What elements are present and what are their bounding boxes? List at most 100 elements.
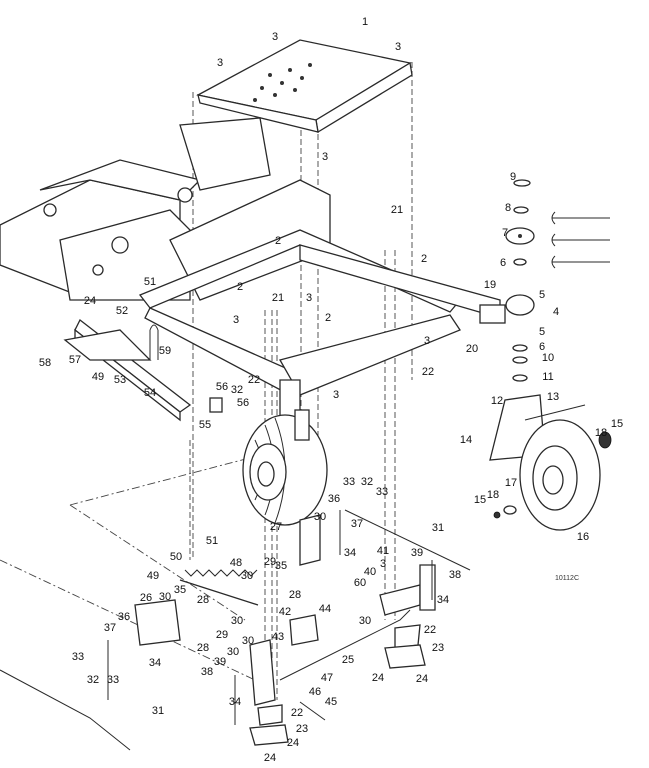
callout-number: 50 (170, 551, 182, 563)
callout-number: 33 (376, 486, 388, 498)
callout-number: 33 (72, 651, 84, 663)
callout-number: 24 (372, 672, 384, 684)
callout-number: 34 (344, 547, 356, 559)
callout-number: 15 (611, 418, 623, 430)
callout-number: 55 (199, 419, 211, 431)
callout-number: 6 (500, 257, 506, 269)
callout-number: 48 (230, 557, 242, 569)
callout-number: 33 (107, 674, 119, 686)
callout-number: 3 (395, 41, 401, 53)
callout-number: 34 (149, 657, 161, 669)
figure-reference: 10112C (555, 575, 579, 582)
callout-number: 3 (272, 31, 278, 43)
drive-wheel (242, 409, 328, 526)
callout-number: 49 (92, 371, 104, 383)
callout-number: 9 (510, 171, 516, 183)
callout-number: 54 (144, 387, 156, 399)
callout-number: 49 (147, 570, 159, 582)
callout-number: 38 (449, 569, 461, 581)
callout-number: 5 (539, 289, 545, 301)
callout-number: 41 (377, 545, 389, 557)
callout-number: 10 (542, 352, 554, 364)
callout-number: 5 (539, 326, 545, 338)
callout-number: 59 (159, 345, 171, 357)
callout-number: 34 (229, 696, 241, 708)
hitch-rails (63, 319, 223, 422)
callout-number: 18 (487, 489, 499, 501)
callout-number: 60 (354, 577, 366, 589)
callout-labels: 1333398765456101119202121222233335124525… (39, 16, 623, 764)
callout-number: 8 (505, 202, 511, 214)
callout-number: 6 (539, 341, 545, 353)
callout-number: 44 (319, 603, 331, 615)
callout-number: 4 (553, 306, 559, 318)
rear-chassis (0, 117, 331, 301)
callout-number: 2 (237, 281, 243, 293)
callout-number: 22 (248, 374, 260, 386)
callout-number: 35 (275, 560, 287, 572)
callout-number: 33 (343, 476, 355, 488)
callout-number: 30 (314, 511, 326, 523)
callout-number: 26 (140, 592, 152, 604)
callout-number: 30 (359, 615, 371, 627)
callout-number: 24 (287, 737, 299, 749)
callout-number: 40 (364, 566, 376, 578)
control-linkage (0, 509, 471, 751)
main-frame (138, 229, 506, 421)
callout-number: 37 (104, 622, 116, 634)
callout-number: 13 (547, 391, 559, 403)
callout-number: 45 (325, 696, 337, 708)
callout-number: 31 (152, 705, 164, 717)
callout-number: 43 (272, 631, 284, 643)
callout-number: 2 (325, 312, 331, 324)
callout-number: 51 (206, 535, 218, 547)
callout-number: 23 (432, 642, 444, 654)
callout-number: 2 (275, 235, 281, 247)
callout-number: 30 (231, 615, 243, 627)
callout-number: 46 (309, 686, 321, 698)
callout-number: 29 (264, 556, 276, 568)
callout-number: 30 (242, 635, 254, 647)
callout-number: 16 (577, 531, 589, 543)
callout-number: 39 (214, 656, 226, 668)
callout-number: 28 (197, 642, 209, 654)
callout-number: 36 (328, 493, 340, 505)
callout-number: 57 (69, 354, 81, 366)
callout-number: 38 (201, 666, 213, 678)
callout-number: 30 (227, 646, 239, 658)
callout-number: 51 (144, 276, 156, 288)
callout-number: 18 (595, 427, 607, 439)
callout-number: 19 (484, 279, 496, 291)
callout-number: 24 (416, 673, 428, 685)
callout-number: 3 (217, 57, 223, 69)
callout-number: 47 (321, 672, 333, 684)
callout-number: 39 (411, 547, 423, 559)
callout-number: 25 (342, 654, 354, 666)
callout-number: 20 (466, 343, 478, 355)
callout-number: 21 (391, 204, 403, 216)
callout-number: 24 (84, 295, 96, 307)
callout-number: 7 (502, 227, 508, 239)
callout-number: 32 (361, 476, 373, 488)
callout-number: 58 (39, 357, 51, 369)
callout-number: 31 (432, 522, 444, 534)
callout-number: 27 (270, 521, 282, 533)
callout-number: 28 (197, 594, 209, 606)
callout-number: 29 (216, 629, 228, 641)
caster-assembly (489, 179, 612, 531)
callout-number: 34 (437, 594, 449, 606)
callout-number: 24 (264, 752, 276, 764)
callout-number: 28 (289, 589, 301, 601)
callout-number: 22 (424, 624, 436, 636)
callout-number: 3 (233, 314, 239, 326)
callout-number: 17 (505, 477, 517, 489)
callout-number: 32 (231, 384, 243, 396)
callout-number: 3 (306, 292, 312, 304)
callout-number: 37 (351, 518, 363, 530)
callout-number: 3 (322, 151, 328, 163)
callout-number: 14 (460, 434, 472, 446)
callout-number: 2 (421, 253, 427, 265)
callout-number: 3 (333, 389, 339, 401)
